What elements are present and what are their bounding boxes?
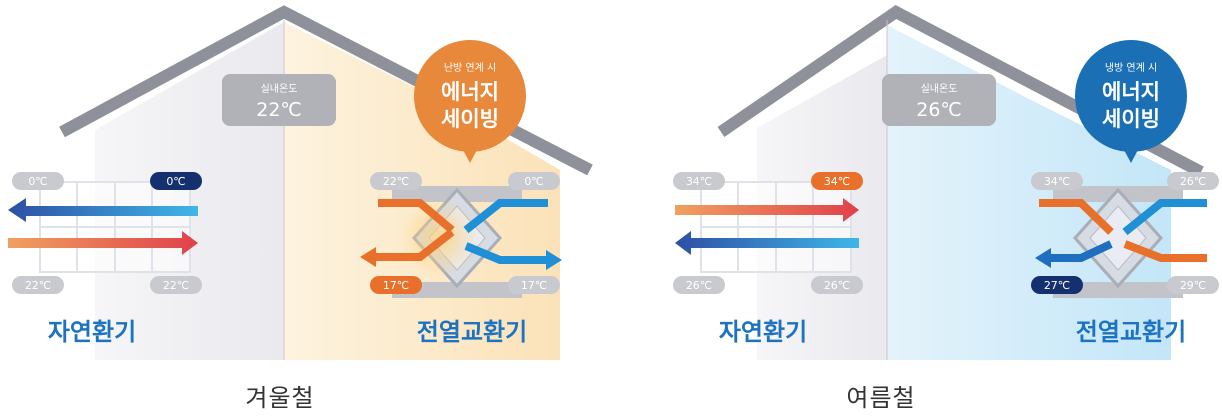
temp-pill <box>673 172 725 190</box>
badge-line1: 에너지 <box>441 80 499 104</box>
energy-saving-badge <box>1075 40 1187 152</box>
erv-label: 전열교환기 <box>1076 318 1186 346</box>
season-label-winter: 겨울철 <box>245 384 315 412</box>
indoor-temp-value: 22℃ <box>256 99 302 121</box>
erv-bottom-left-temp: 27℃ <box>1044 279 1070 292</box>
summer-diagram: 실내온도 26℃ 냉방 연계 시 에너지 세이빙 34℃ 34℃ 26℃ 26℃ <box>673 5 1219 360</box>
erv-exhaust-arrow <box>1039 199 1114 235</box>
badge-caption: 난방 연계 시 <box>444 62 496 74</box>
erv-top-right-temp: 26℃ <box>1180 175 1206 188</box>
erv-bottom-left-temp: 17℃ <box>383 279 409 292</box>
temp-pill-highlight <box>370 276 422 294</box>
natural-supply-arrow <box>8 231 198 255</box>
indoor-temp-box <box>222 74 336 126</box>
indoor-temp-label: 실내온도 <box>261 83 298 95</box>
natural-supply-arrow <box>675 198 859 222</box>
natural-exhaust-arrow <box>675 231 859 255</box>
nat-top-left-temp: 0℃ <box>28 175 47 188</box>
nat-top-left-temp: 34℃ <box>686 175 712 188</box>
temp-pill <box>1167 172 1219 190</box>
winter-diagram: 실내온도 22℃ 난방 연계 시 에너지 세이빙 0℃ 0℃ 22℃ 22℃ <box>8 5 593 360</box>
natural-ventilation-label: 자연환기 <box>719 318 807 346</box>
temp-pill <box>12 172 64 190</box>
badge-line1: 에너지 <box>1102 80 1160 104</box>
nat-bottom-left-temp: 26℃ <box>686 279 712 292</box>
badge-line2: 세이빙 <box>441 107 499 131</box>
nat-top-right-temp: 34℃ <box>824 175 850 188</box>
erv-top-left-temp: 22℃ <box>383 175 409 188</box>
erv-bottom-right-temp: 17℃ <box>521 279 547 292</box>
temp-pill <box>1031 172 1083 190</box>
winter-panel: 실내온도 22℃ 난방 연계 시 에너지 세이빙 0℃ 0℃ 22℃ 22℃ <box>8 5 593 412</box>
energy-saving-badge <box>414 40 526 152</box>
erv-exhaust-arrow <box>378 199 455 234</box>
erv-bottom-right-temp: 29℃ <box>1180 279 1206 292</box>
erv-supply-arrow <box>463 199 548 234</box>
indoor-temp-box <box>882 74 996 126</box>
temp-pill <box>508 172 560 190</box>
temp-pill <box>12 276 64 294</box>
nat-bottom-right-temp: 22℃ <box>163 279 189 292</box>
temp-pill-highlight <box>811 172 863 190</box>
temp-pill <box>811 276 863 294</box>
badge-line2: 세이빙 <box>1102 107 1160 131</box>
indoor-temp-label: 실내온도 <box>921 83 958 95</box>
summer-panel: 실내온도 26℃ 냉방 연계 시 에너지 세이빙 34℃ 34℃ 26℃ 26℃ <box>611 0 1222 420</box>
nat-bottom-right-temp: 26℃ <box>824 279 850 292</box>
nat-bottom-left-temp: 22℃ <box>25 279 51 292</box>
temp-pill <box>370 172 422 190</box>
temp-pill <box>508 276 560 294</box>
erv-top-left-temp: 34℃ <box>1044 175 1070 188</box>
season-label-summer: 여름철 <box>846 384 916 412</box>
temp-pill-highlight <box>1031 276 1083 294</box>
erv-supply-arrow <box>1122 199 1207 236</box>
temp-pill <box>673 276 725 294</box>
temp-pill <box>150 276 202 294</box>
temp-pill <box>1167 276 1219 294</box>
erv-label: 전열교환기 <box>417 318 527 346</box>
badge-caption: 냉방 연계 시 <box>1105 62 1157 74</box>
nat-top-right-temp: 0℃ <box>166 175 185 188</box>
indoor-temp-value: 26℃ <box>916 99 962 121</box>
natural-ventilation-label: 자연환기 <box>48 318 136 346</box>
erv-top-right-temp: 0℃ <box>524 175 543 188</box>
natural-exhaust-arrow <box>8 198 198 222</box>
temp-pill-highlight <box>150 172 202 190</box>
